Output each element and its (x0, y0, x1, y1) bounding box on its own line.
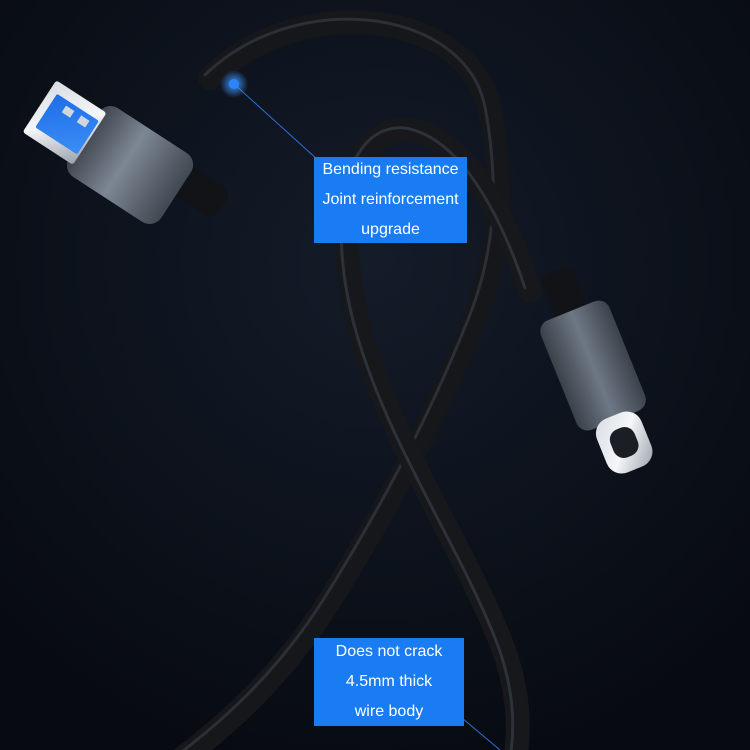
cable (173, 10, 542, 750)
callout-top-line-2: Joint reinforcement (322, 191, 459, 208)
usb-a-pin-2 (76, 115, 90, 128)
callout-bottom-line-2: 4.5mm thick (345, 673, 433, 690)
usb-c-slot (609, 427, 639, 458)
usb-c-plug (540, 267, 653, 474)
leader-line-bottom (461, 717, 501, 750)
cable-strand-b-highlight (339, 126, 527, 750)
usb-a-pin-1 (61, 105, 75, 118)
callout-bending-resistance: Bending resistance Joint reinforcement u… (314, 157, 467, 243)
callout-dot (229, 79, 239, 89)
usb-a-insert (36, 94, 99, 154)
callout-bottom-line-3: wire body (354, 703, 424, 720)
usb-c-shell (540, 300, 646, 431)
usb-a-shell (66, 106, 194, 224)
cable-strand-b (334, 117, 542, 750)
callout-bottom-line-1: Does not crack (335, 643, 443, 660)
callout-thick-wire: Does not crack 4.5mm thick wire body (314, 638, 464, 726)
callout-top-line-1: Bending resistance (322, 161, 459, 178)
leader-line-top (233, 83, 319, 161)
usb-a-plug (23, 81, 229, 224)
cable-strand-a-highlight (181, 17, 495, 750)
cable-strand-a (173, 10, 511, 750)
callout-top-line-3: upgrade (361, 221, 420, 238)
